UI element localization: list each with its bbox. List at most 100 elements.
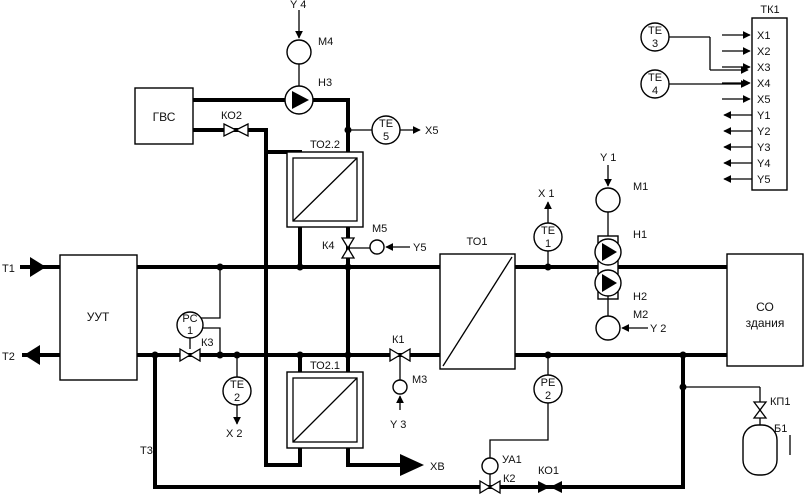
motor-m1: М1 Y 1 bbox=[595, 152, 648, 236]
junction bbox=[679, 351, 687, 359]
y2-label: Y 2 bbox=[650, 323, 666, 335]
tk1-port-label: Y3 bbox=[757, 142, 770, 154]
y3-label: Y 3 bbox=[390, 419, 406, 431]
y4-label: Y 4 bbox=[290, 0, 306, 11]
to21-diagonal bbox=[292, 377, 358, 443]
t2-flow-arrow bbox=[24, 345, 40, 365]
x5-label: Х5 bbox=[425, 125, 438, 137]
pc1-text: РС bbox=[182, 313, 197, 325]
to22-label: ТО2.2 bbox=[310, 139, 340, 151]
tk1-port-label: Y2 bbox=[757, 126, 770, 138]
tk1-port-label: Х1 bbox=[757, 30, 770, 42]
te3-num: 3 bbox=[652, 38, 658, 50]
y5-label: Y5 bbox=[413, 242, 426, 254]
gvs-label: ГВС bbox=[153, 110, 176, 124]
m5-label: М5 bbox=[372, 223, 387, 235]
h1-label: Н1 bbox=[633, 229, 647, 241]
m3-label: М3 bbox=[412, 374, 427, 386]
motor-m2: М2 Y 2 bbox=[595, 296, 666, 341]
valve-k2: К2 bbox=[479, 473, 516, 495]
m4-label: М4 bbox=[318, 36, 333, 48]
to1-exchanger: ТО1 bbox=[439, 236, 516, 370]
xv-flow-arrow bbox=[400, 454, 424, 476]
pe2-sensor: РЕ 2 bbox=[489, 355, 563, 458]
te5-sensor: ТЕ 5 Х5 bbox=[348, 115, 438, 145]
t3-label: Т3 bbox=[140, 445, 153, 457]
x2-label: Х 2 bbox=[226, 428, 243, 440]
valve-kp1: КП1 bbox=[752, 396, 790, 419]
to21-exchanger: ТО2.1 bbox=[286, 360, 364, 449]
tk1-label: ТК1 bbox=[760, 4, 779, 16]
junctions bbox=[151, 126, 687, 391]
tk1-port-label: Х3 bbox=[757, 62, 770, 74]
te4-sensor: ТЕ 4 bbox=[640, 69, 749, 99]
valve-k3: К3 bbox=[179, 337, 214, 363]
junction bbox=[344, 351, 352, 359]
to1-label: ТО1 bbox=[467, 236, 488, 248]
te2-text: ТЕ bbox=[230, 379, 244, 391]
kp1-label: КП1 bbox=[770, 396, 790, 408]
ya1-label: УА1 bbox=[502, 454, 522, 466]
t2-label: Т2 bbox=[2, 351, 15, 363]
junction bbox=[679, 383, 687, 391]
m1-label: М1 bbox=[633, 181, 648, 193]
to21-label: ТО2.1 bbox=[310, 360, 340, 372]
te2-num: 2 bbox=[234, 392, 240, 404]
gvs-block: ГВС bbox=[134, 87, 194, 145]
te2-sensor: ТЕ 2 Х 2 bbox=[222, 355, 252, 440]
valve-ko1: КО1 bbox=[538, 465, 562, 493]
te1-text: ТЕ bbox=[541, 225, 555, 237]
te5-num: 5 bbox=[383, 131, 389, 143]
k3-label: К3 bbox=[201, 337, 214, 349]
junction bbox=[151, 351, 159, 359]
xv-label: ХВ bbox=[430, 461, 445, 473]
pc1-num: 1 bbox=[187, 325, 193, 337]
motor-ya1: УА1 bbox=[481, 454, 522, 475]
motor-m4: М4 Y 4 bbox=[286, 0, 333, 86]
ko1-label: КО1 bbox=[538, 465, 559, 477]
te4-text: ТЕ bbox=[648, 72, 662, 84]
t1-label: Т1 bbox=[2, 263, 15, 275]
te3-text: ТЕ bbox=[648, 25, 662, 37]
co-block: СО здания bbox=[726, 253, 804, 367]
pump-h3: Н3 bbox=[284, 77, 332, 115]
te5-text: ТЕ bbox=[379, 118, 393, 130]
tk1-port-label: Х5 bbox=[757, 94, 770, 106]
co-label-1: СО bbox=[756, 300, 774, 314]
h3-label: Н3 bbox=[318, 77, 332, 89]
tank-b1: Б1 bbox=[742, 418, 791, 476]
tk1-port-label: Y1 bbox=[757, 110, 770, 122]
uut-block: УУТ bbox=[59, 254, 138, 381]
k1-label: К1 bbox=[392, 334, 405, 346]
te1-num: 1 bbox=[545, 238, 551, 250]
tk1-port-label: Y4 bbox=[757, 158, 770, 170]
te4-num: 4 bbox=[652, 85, 658, 97]
te1-sensor: ТЕ 1 Х 1 bbox=[533, 188, 563, 267]
to22-exchanger: ТО2.2 bbox=[286, 139, 364, 228]
junction bbox=[296, 263, 304, 271]
pe2-num: 2 bbox=[545, 390, 551, 402]
ko2-label: КО2 bbox=[221, 110, 242, 122]
k4-label: К4 bbox=[322, 240, 335, 252]
to22-diagonal bbox=[292, 157, 358, 222]
t1-flow-arrow bbox=[30, 257, 46, 277]
to1-diagonal bbox=[442, 256, 513, 367]
uut-label: УУТ bbox=[87, 310, 110, 324]
te3-sensor: ТЕ 3 bbox=[640, 22, 749, 74]
y1-label: Y 1 bbox=[600, 152, 616, 164]
valve-k4: К4 bbox=[322, 237, 370, 259]
tk1-port-label: Х2 bbox=[757, 46, 770, 58]
tk1-port-label: Y5 bbox=[757, 174, 770, 186]
co-label-2: здания bbox=[746, 316, 785, 330]
k2-label: К2 bbox=[503, 473, 516, 485]
pc1-controller: РС 1 bbox=[176, 267, 221, 355]
motor-m5: М5 Y5 bbox=[369, 223, 426, 255]
pump-h2: Н2 bbox=[594, 269, 647, 303]
junction bbox=[296, 351, 304, 359]
junction bbox=[344, 263, 352, 271]
m2-label: М2 bbox=[633, 309, 648, 321]
motor-m3: М3 Y 3 bbox=[390, 374, 427, 431]
